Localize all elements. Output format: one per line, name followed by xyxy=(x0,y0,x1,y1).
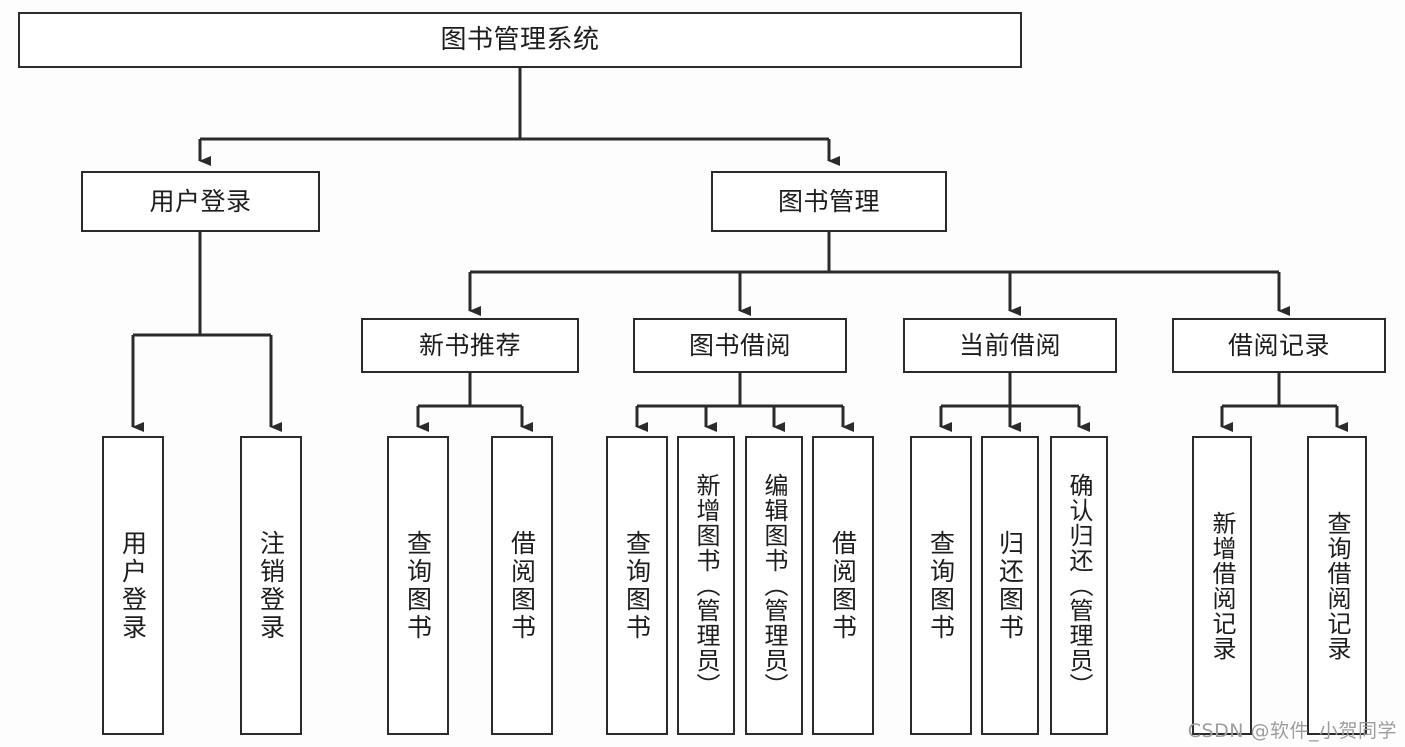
leaf-logout[interactable]: 注销登录 xyxy=(240,436,302,735)
node-label: 图书管理系统 xyxy=(440,24,600,55)
node-label: 编辑图书（管理员） xyxy=(760,473,788,698)
node-label: 图书借阅 xyxy=(688,330,791,360)
leaf-query-borrow-record[interactable]: 查询借阅记录 xyxy=(1307,436,1367,735)
node-label: 新增借阅记录 xyxy=(1208,510,1236,661)
node-user-login[interactable]: 用户登录 xyxy=(81,171,320,232)
node-book-borrow[interactable]: 图书借阅 xyxy=(633,318,847,373)
leaf-user-login[interactable]: 用户登录 xyxy=(102,436,164,735)
leaf-recommend-borrow-book[interactable]: 借阅图书 xyxy=(491,436,553,735)
node-new-book-recommend[interactable]: 新书推荐 xyxy=(361,318,579,373)
node-label: 用户登录 xyxy=(118,529,148,642)
node-root-system[interactable]: 图书管理系统 xyxy=(18,12,1022,68)
node-label: 借阅图书 xyxy=(828,529,858,642)
leaf-edit-book-admin[interactable]: 编辑图书（管理员） xyxy=(745,436,803,735)
node-label: 归还图书 xyxy=(995,529,1025,642)
node-current-borrow[interactable]: 当前借阅 xyxy=(903,318,1117,373)
node-label: 新书推荐 xyxy=(418,330,521,360)
node-label: 查询图书 xyxy=(926,529,956,642)
node-borrow-record[interactable]: 借阅记录 xyxy=(1172,318,1386,373)
leaf-add-book-admin[interactable]: 新增图书（管理员） xyxy=(677,436,735,735)
node-label: 新增图书（管理员） xyxy=(692,473,720,698)
watermark: CSDN @软件_小贺同学 xyxy=(1187,720,1397,742)
node-label: 借阅记录 xyxy=(1227,330,1330,360)
node-label: 图书管理 xyxy=(777,186,880,216)
node-label: 查询图书 xyxy=(403,529,433,642)
node-label: 借阅图书 xyxy=(507,529,537,642)
node-label: 查询图书 xyxy=(622,529,652,642)
leaf-confirm-return-admin[interactable]: 确认归还（管理员） xyxy=(1050,436,1108,735)
leaf-return-book[interactable]: 归还图书 xyxy=(981,436,1039,735)
leaf-recommend-query-book[interactable]: 查询图书 xyxy=(387,436,449,735)
node-book-management[interactable]: 图书管理 xyxy=(711,171,947,232)
node-label: 当前借阅 xyxy=(958,330,1061,360)
node-label: 注销登录 xyxy=(256,529,286,642)
leaf-add-borrow-record[interactable]: 新增借阅记录 xyxy=(1192,436,1252,735)
leaf-current-query-book[interactable]: 查询图书 xyxy=(910,436,972,735)
leaf-borrow-query-book[interactable]: 查询图书 xyxy=(606,436,668,735)
node-label: 查询借阅记录 xyxy=(1323,510,1351,661)
node-label: 用户登录 xyxy=(149,186,252,216)
node-label: 确认归还（管理员） xyxy=(1065,473,1093,698)
leaf-borrow-book[interactable]: 借阅图书 xyxy=(812,436,874,735)
